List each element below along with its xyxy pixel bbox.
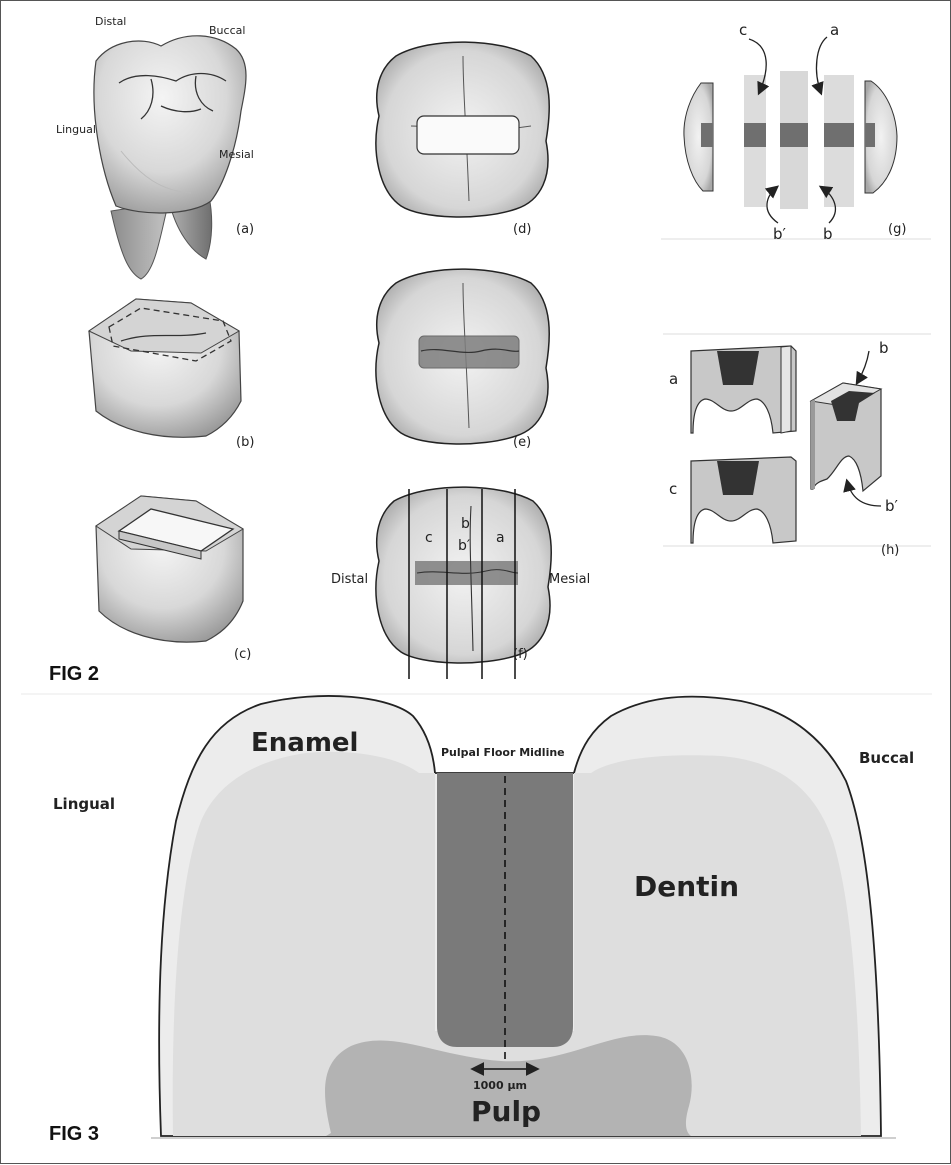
panel-a-buccal-label: Buccal <box>209 24 245 37</box>
panel-f-b-prime-label: b′ <box>458 538 470 554</box>
panel-h-label: (h) <box>881 543 899 558</box>
panel-g-sections <box>661 37 931 239</box>
buccal-label: Buccal <box>859 749 914 767</box>
panel-h-b-label: b <box>879 339 889 357</box>
panel-h-a-label: a <box>669 370 678 388</box>
panel-a-lingual-label: Lingual <box>56 123 96 136</box>
panel-c-label: (c) <box>234 647 251 662</box>
fig2-label: FIG 2 <box>49 663 99 686</box>
measure-label: 1000 µm <box>473 1079 527 1092</box>
panel-g-b-prime-label: b′ <box>773 225 787 243</box>
panel-g-c-label: c <box>739 21 747 39</box>
pulp-label: Pulp <box>471 1095 541 1128</box>
panel-d-label: (d) <box>513 222 531 237</box>
fig3-label: FIG 3 <box>49 1123 99 1146</box>
pulpal-floor-midline-label: Pulpal Floor Midline <box>441 746 565 759</box>
panel-g-a-label: a <box>830 21 839 39</box>
panel-e-occlusal <box>376 269 549 444</box>
panel-h-c-label: c <box>669 480 677 498</box>
panel-f-label: (f) <box>513 647 528 662</box>
panel-f-distal-label: Distal <box>331 572 368 587</box>
panel-b-label: (b) <box>236 435 254 450</box>
panel-g-label: (g) <box>888 222 906 237</box>
panel-a-label: (a) <box>236 222 254 237</box>
panel-h-b-prime-label: b′ <box>885 497 899 515</box>
panel-d-occlusal <box>376 42 549 217</box>
panel-g-b-label: b <box>823 225 833 243</box>
lingual-label: Lingual <box>53 795 115 813</box>
panel-c-crown <box>96 496 243 642</box>
panel-a-mesial-label: Mesial <box>219 148 254 161</box>
panel-a-distal-label: Distal <box>95 15 126 28</box>
panel-f-mesial-label: Mesial <box>549 572 590 587</box>
fig3-cross-section <box>151 696 896 1138</box>
dentin-label: Dentin <box>634 870 739 903</box>
enamel-label: Enamel <box>251 728 358 758</box>
panel-f-a-label: a <box>496 530 505 546</box>
panel-f-b-label: b <box>461 516 470 532</box>
panel-e-label: (e) <box>513 435 531 450</box>
panel-b-crown <box>89 299 241 437</box>
panel-f-c-label: c <box>425 530 433 546</box>
